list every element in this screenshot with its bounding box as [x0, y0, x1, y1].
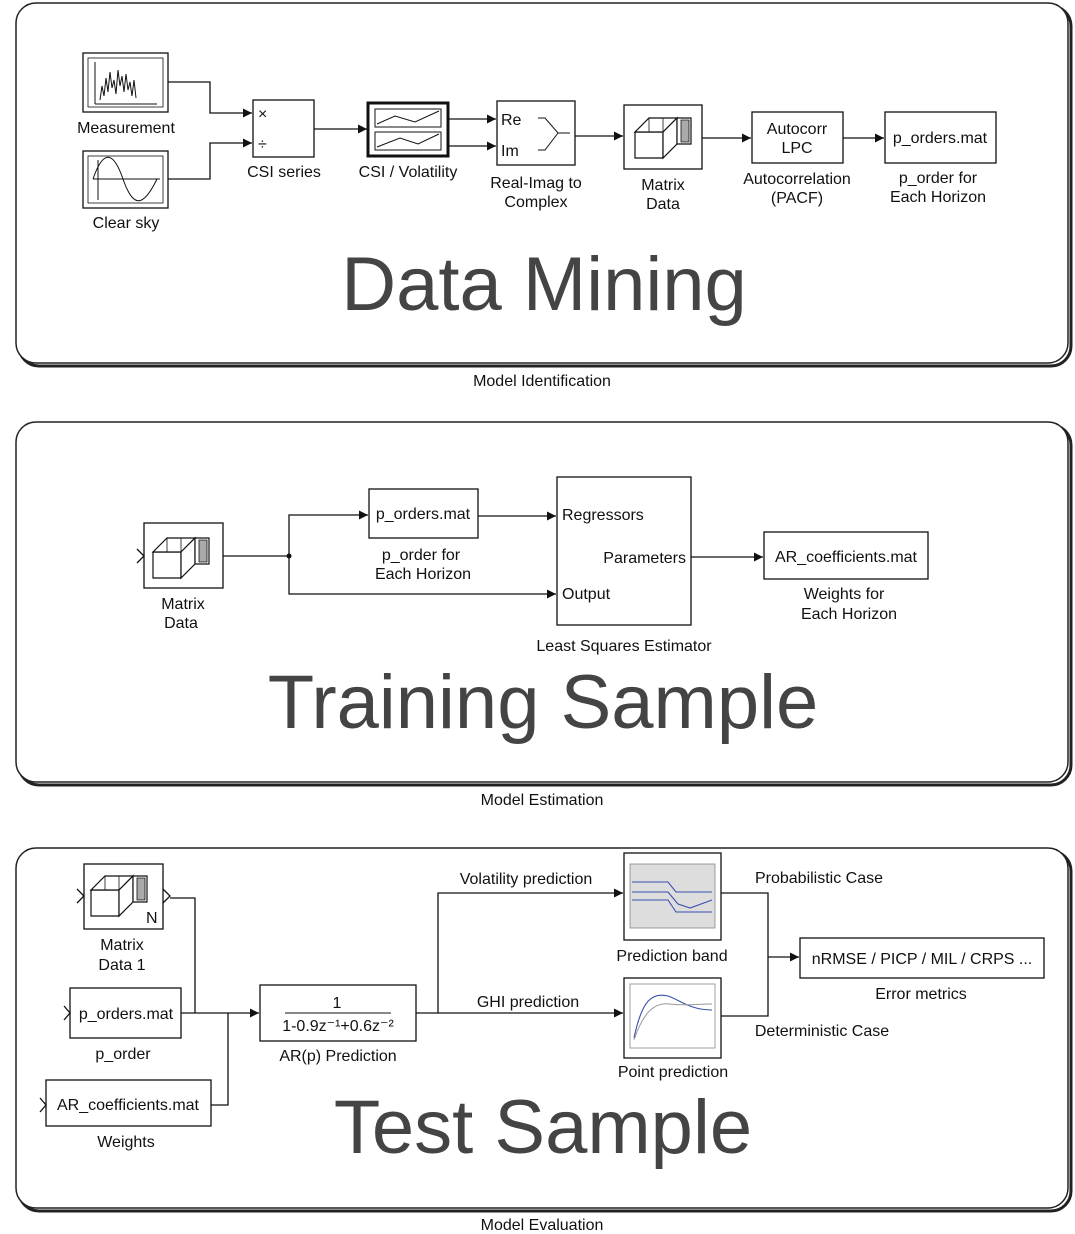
real-imag-block[interactable]: Re Im [496, 100, 576, 166]
autocorr-block[interactable]: Autocorr LPC [751, 111, 844, 164]
wire-band-metrics [721, 892, 769, 957]
step-response-icon [633, 994, 713, 1039]
panel-title-test-sample: Test Sample [334, 1085, 752, 1170]
weights-label: Weights [97, 1134, 155, 1151]
wire-branch-output [288, 556, 556, 599]
matrix-label-line2: Data [646, 196, 680, 213]
point-prediction-block[interactable] [623, 977, 722, 1059]
wire-point-metrics [721, 957, 769, 1017]
wire-matrix-merge [170, 897, 196, 1013]
weights-label-line1: Weights for [804, 586, 885, 603]
clear-sky-label: Clear sky [93, 215, 160, 232]
matrix-label-line1: Matrix [161, 596, 205, 613]
wire-measurement-product [168, 81, 252, 118]
parameters-port: Parameters [603, 550, 686, 567]
ar-coefficients-block[interactable]: AR_coefficients.mat [39, 1079, 212, 1127]
porder-label: p_order [95, 1046, 151, 1063]
ar-coefficients-text: AR_coefficients.mat [775, 549, 918, 566]
porder-label-line1: p_order for [382, 547, 461, 564]
porders-text: p_orders.mat [376, 506, 471, 523]
caption-model-estimation: Model Estimation [481, 792, 604, 809]
error-metrics-text: nRMSE / PICP / MIL / CRPS ... [812, 951, 1033, 968]
csi-series-block[interactable]: × ÷ [252, 99, 315, 158]
matrix-n-port: N [146, 910, 158, 927]
band-plot-icon [632, 881, 713, 913]
measurement-block[interactable] [82, 52, 169, 113]
measurement-label: Measurement [77, 120, 175, 137]
porders-text: p_orders.mat [79, 1006, 174, 1023]
panel-data-mining: Measurement Clear sky × ÷ CSI series CSI… [15, 2, 1073, 368]
trend-line-icon [376, 110, 440, 148]
output-port-icon [162, 888, 171, 904]
csi-series-label: CSI series [247, 164, 321, 181]
matrix-data-block[interactable] [623, 104, 703, 170]
autocorrelation-label-line2: (PACF) [771, 190, 823, 207]
wire-branch-porders [288, 510, 368, 556]
signal-plot-icon [94, 62, 157, 105]
ghi-prediction-label: GHI prediction [477, 994, 579, 1011]
least-squares-block[interactable]: Regressors Parameters Output [556, 476, 692, 626]
regressors-port: Regressors [562, 507, 644, 524]
porders-text: p_orders.mat [893, 130, 988, 147]
least-squares-label: Least Squares Estimator [536, 638, 712, 655]
tf-denominator: 1-0.9z⁻¹+0.6z⁻² [282, 1018, 394, 1035]
ar-coefficients-text: AR_coefficients.mat [57, 1097, 200, 1114]
csi-volatility-label: CSI / Volatility [359, 164, 458, 181]
autocorr-text: Autocorr [767, 121, 828, 138]
wire-clearsky-product [168, 138, 252, 180]
ar-prediction-label: AR(p) Prediction [279, 1048, 396, 1065]
input-port-icon [136, 548, 145, 564]
matrix-label-line2: Data [164, 615, 198, 632]
ar-coefficients-block[interactable]: AR_coefficients.mat [763, 531, 929, 580]
lpc-text: LPC [781, 140, 812, 157]
probabilistic-case-label: Probabilistic Case [755, 870, 883, 887]
porders-block[interactable]: p_orders.mat [368, 488, 479, 539]
wire-ar-merge [211, 1013, 229, 1106]
panel-test-sample: N Matrix Data 1 p_orders.mat p_order AR_… [15, 847, 1073, 1213]
im-port: Im [501, 143, 519, 160]
matrix-data-block[interactable]: N [76, 863, 171, 930]
input-port-icon [39, 1097, 47, 1113]
point-prediction-label: Point prediction [618, 1064, 728, 1081]
real-imag-label-line2: Complex [504, 194, 567, 211]
merge-icon [538, 117, 570, 151]
error-metrics-block[interactable]: nRMSE / PICP / MIL / CRPS ... [799, 937, 1045, 979]
panel-training-sample: Matrix Data p_orders.mat p_order for Eac… [15, 421, 1073, 787]
panel-title-training-sample: Training Sample [268, 660, 819, 745]
caption-model-identification: Model Identification [473, 373, 611, 390]
input-port-icon [63, 1005, 71, 1021]
matrix-label-line1: Matrix [100, 937, 144, 954]
matrix-label-line2: Data 1 [98, 957, 145, 974]
error-metrics-label: Error metrics [875, 986, 967, 1003]
re-port: Re [501, 112, 522, 129]
panel-title-data-mining: Data Mining [341, 242, 747, 327]
ar-prediction-block[interactable]: 1 1-0.9z⁻¹+0.6z⁻² [259, 984, 417, 1042]
weights-label-line2: Each Horizon [801, 606, 897, 623]
matrix-data-block[interactable] [136, 522, 224, 589]
input-port-icon [76, 888, 85, 904]
wire-tf-volatility [416, 888, 623, 1014]
output-port: Output [562, 586, 611, 603]
caption-model-evaluation: Model Evaluation [481, 1217, 604, 1234]
real-imag-label-line1: Real-Imag to [490, 175, 582, 192]
divide-port: ÷ [258, 136, 267, 153]
sine-wave-icon [92, 157, 160, 201]
prediction-band-label: Prediction band [616, 948, 727, 965]
porder-label-line2: Each Horizon [890, 189, 986, 206]
porders-block[interactable]: p_orders.mat [884, 111, 997, 164]
prediction-band-block[interactable] [623, 852, 722, 941]
clear-sky-block[interactable] [82, 150, 169, 209]
multiply-port: × [258, 106, 267, 123]
deterministic-case-label: Deterministic Case [755, 1023, 889, 1040]
autocorrelation-label-line1: Autocorrelation [743, 171, 851, 188]
porder-label-line1: p_order for [899, 170, 978, 187]
csi-volatility-block[interactable] [366, 101, 450, 158]
volatility-prediction-label: Volatility prediction [460, 871, 593, 888]
matrix-label-line1: Matrix [641, 177, 685, 194]
porders-block[interactable]: p_orders.mat [63, 987, 182, 1039]
tf-numerator: 1 [333, 995, 342, 1012]
porder-label-line2: Each Horizon [375, 566, 471, 583]
